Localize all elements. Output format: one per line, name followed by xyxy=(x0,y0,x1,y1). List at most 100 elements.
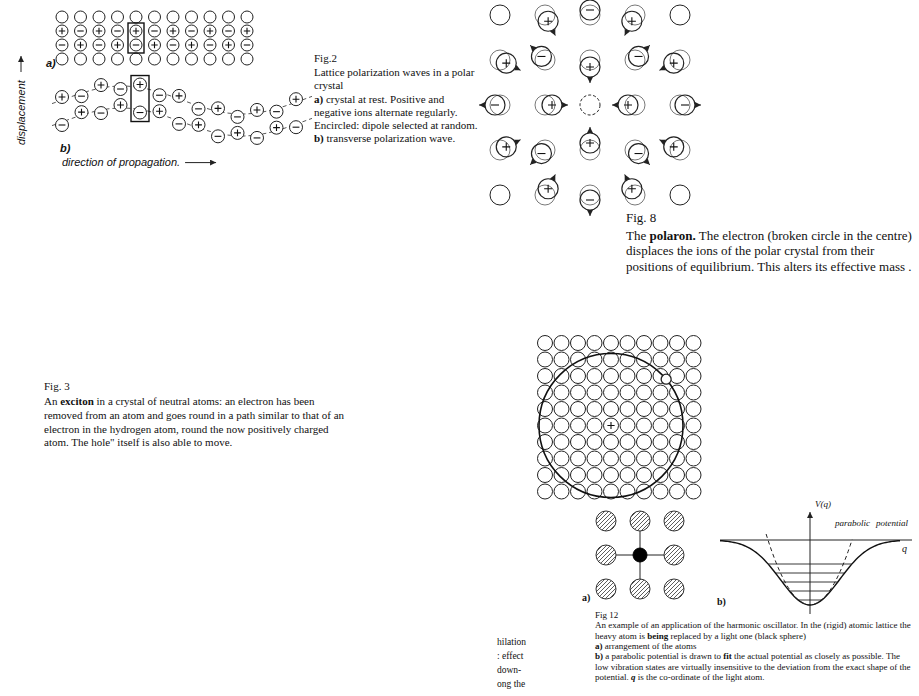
displaced-ion xyxy=(622,11,642,31)
plus-sign xyxy=(607,422,614,429)
minus-sign xyxy=(537,153,545,154)
minus-sign xyxy=(117,88,124,89)
displaced-ion xyxy=(629,144,649,164)
ion-at-rest xyxy=(490,185,510,205)
minus-sign xyxy=(78,96,85,97)
neutral-atom xyxy=(604,435,619,450)
neutral-atom xyxy=(686,468,701,483)
displacement-arrow xyxy=(590,127,591,132)
displacement-arrow xyxy=(625,174,627,178)
actual-potential xyxy=(720,541,900,605)
displacement-arrow xyxy=(659,140,663,142)
minus-sign xyxy=(96,44,102,45)
axis-label: displacement xyxy=(14,80,27,145)
plus-sign xyxy=(628,185,636,193)
neutral-atom xyxy=(620,385,635,400)
neutral-atom xyxy=(620,418,635,433)
neutral-atom xyxy=(554,385,569,400)
energy-level xyxy=(798,600,822,601)
curve-label: potential xyxy=(876,518,908,529)
lattice-atom xyxy=(149,53,161,65)
neutral-atom xyxy=(620,369,635,384)
ion xyxy=(231,110,244,123)
minus-sign xyxy=(273,111,280,112)
displaced-ion xyxy=(542,95,562,115)
propagation-arrow xyxy=(185,162,216,163)
plus-sign xyxy=(156,108,163,115)
minus-sign xyxy=(635,153,643,154)
ion-at-rest xyxy=(670,5,690,25)
dipole-box xyxy=(131,76,149,122)
emphasis: polaron. xyxy=(649,228,695,243)
plus-sign xyxy=(628,17,636,25)
energy-level xyxy=(768,564,852,565)
figure-number: Fig.2 xyxy=(314,52,337,65)
neutral-atom xyxy=(571,418,586,433)
lattice-atom xyxy=(149,39,161,51)
minus-sign xyxy=(254,137,261,138)
plus-sign xyxy=(176,93,183,100)
equilibrium-position xyxy=(625,140,645,160)
text-fragment: down- xyxy=(497,665,521,676)
neutral-atom xyxy=(620,451,635,466)
heavy-atom xyxy=(664,511,684,531)
lattice-atom xyxy=(241,39,253,51)
parabolic-potential xyxy=(766,534,852,605)
neutral-atom xyxy=(538,336,553,351)
text-fragment: : effect xyxy=(497,651,523,662)
displacement-arrow xyxy=(516,68,520,70)
ion xyxy=(251,131,264,144)
part-label: a) xyxy=(46,57,56,70)
figure-number: Fig 12 xyxy=(595,610,618,620)
caption: a) arrangement of the atoms xyxy=(595,641,913,651)
minus-sign xyxy=(635,56,643,57)
lattice-atom xyxy=(186,25,198,37)
lattice-atom xyxy=(186,39,198,51)
neutral-atom xyxy=(670,336,685,351)
plus-sign xyxy=(133,28,139,34)
minus-sign xyxy=(537,56,545,57)
displaced-ion xyxy=(675,95,695,115)
lattice-atom xyxy=(56,25,68,37)
plus-sign xyxy=(137,81,144,88)
lattice-atom xyxy=(112,39,124,51)
neutral-atom xyxy=(637,369,652,384)
ion xyxy=(212,130,225,143)
minus-sign xyxy=(681,104,689,105)
neutral-atom xyxy=(538,352,553,367)
dipole-box xyxy=(128,23,144,53)
minus-sign xyxy=(59,44,65,45)
minus-sign xyxy=(234,116,241,117)
plus-sign xyxy=(624,101,632,109)
displaced-ion xyxy=(538,11,558,31)
neutral-atom xyxy=(604,402,619,417)
displaced-ion xyxy=(531,144,551,164)
neutral-atom xyxy=(604,451,619,466)
neutral-atom xyxy=(554,468,569,483)
ion xyxy=(173,89,186,102)
displacement-arrow xyxy=(563,105,568,106)
ion xyxy=(114,83,127,96)
heavy-atom xyxy=(596,511,616,531)
caption: b) transverse polarization wave. xyxy=(314,132,479,145)
plus-sign xyxy=(114,42,120,48)
minus-sign xyxy=(207,44,213,45)
minus-sign xyxy=(293,127,300,128)
ion xyxy=(75,106,88,119)
lattice-atom xyxy=(56,11,68,23)
minus-sign xyxy=(195,108,202,109)
plus-sign xyxy=(234,130,241,137)
caption: Lattice polarization waves in a polar cr… xyxy=(314,66,479,92)
axis-label: V(q) xyxy=(815,499,831,510)
ion xyxy=(251,103,264,116)
neutral-atom xyxy=(571,385,586,400)
q-axis xyxy=(720,540,912,541)
neutral-atom xyxy=(554,336,569,351)
heavy-atom xyxy=(596,545,616,565)
neutral-atom xyxy=(637,435,652,450)
displaced-ion xyxy=(622,179,642,199)
energy-level xyxy=(789,591,830,592)
neutral-atom xyxy=(653,352,668,367)
displaced-ion xyxy=(580,133,600,153)
displaced-ion xyxy=(580,0,600,20)
